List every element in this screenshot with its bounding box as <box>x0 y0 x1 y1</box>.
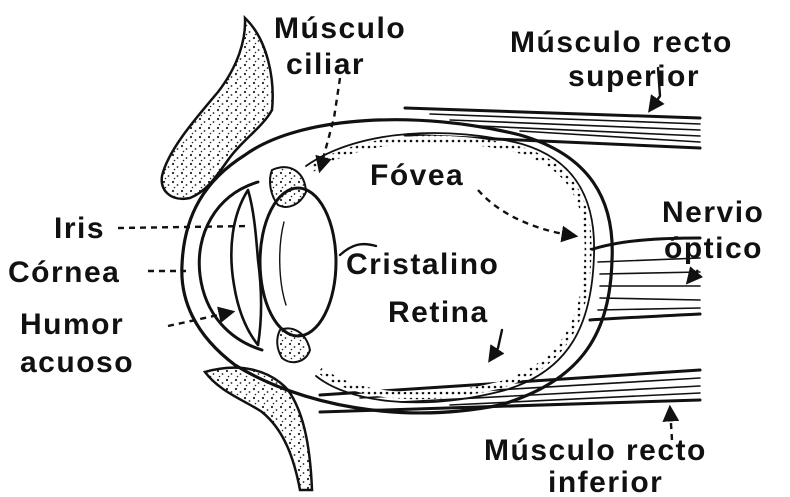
label-humor-acuoso-2: acuoso <box>20 346 134 379</box>
upper-orbit-bone <box>162 18 273 199</box>
iris-shape <box>231 190 261 345</box>
label-musculo-recto-inferior-1: Músculo recto <box>484 434 707 467</box>
lower-orbit-bone <box>205 368 312 490</box>
label-humor-acuoso-1: Humor <box>20 308 124 341</box>
label-retina: Retina <box>388 296 489 329</box>
label-fovea: Fóvea <box>370 159 464 192</box>
label-cristalino: Cristalino <box>346 248 499 281</box>
label-musculo-recto-superior-2: superior <box>568 60 700 93</box>
crystalline-lens <box>260 188 336 336</box>
label-musculo-recto-superior-1: Músculo recto <box>510 26 733 59</box>
label-cornea: Córnea <box>8 256 120 289</box>
label-musculo-ciliar-2: ciliar <box>286 48 365 81</box>
label-musculo-recto-inferior-2: inferior <box>548 466 663 497</box>
label-nervio-optico-1: Nervio <box>662 196 764 229</box>
label-musculo-ciliar-1: Músculo <box>274 12 406 45</box>
label-nervio-optico-2: óptico <box>664 232 763 265</box>
label-iris: Iris <box>54 212 105 245</box>
